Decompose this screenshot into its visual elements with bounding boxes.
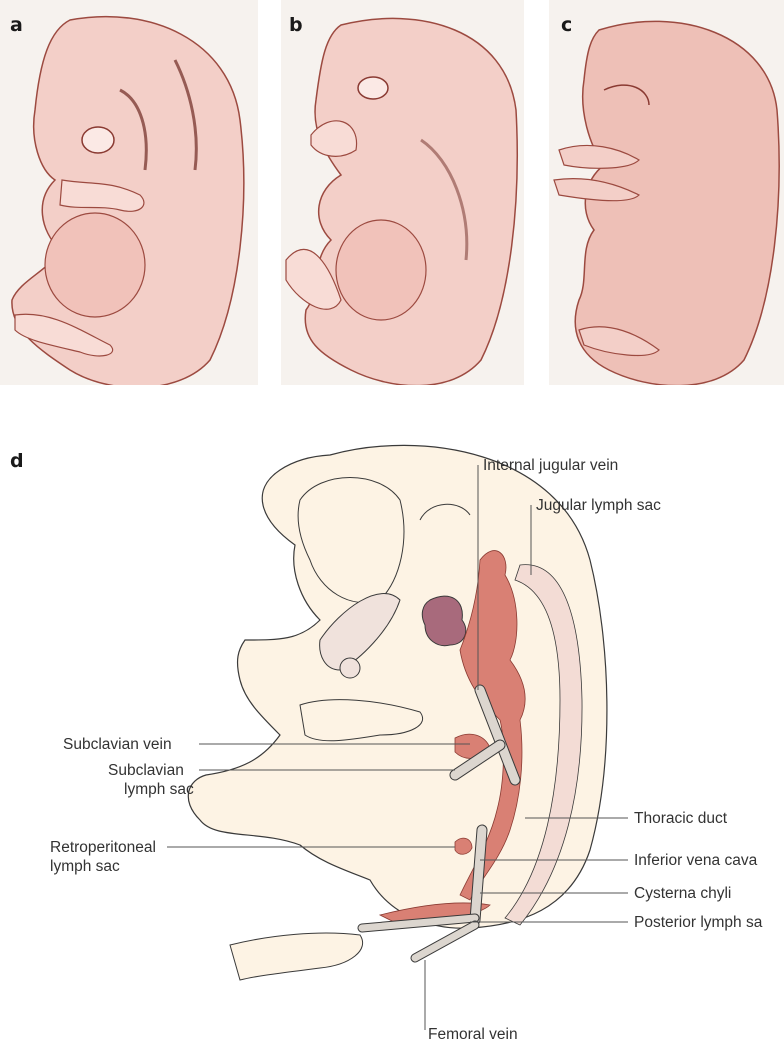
label-subclavian-lymph-sac-1: Subclavian xyxy=(108,761,184,780)
label-thoracic-duct: Thoracic duct xyxy=(634,809,727,828)
label-subclavian-lymph-sac-2: lymph sac xyxy=(124,780,194,799)
label-jugular-lymph-sac: Jugular lymph sac xyxy=(536,496,661,515)
label-posterior-lymph-sac: Posterior lymph sa xyxy=(634,913,762,932)
label-cisterna-chyli: Cysterna chyli xyxy=(634,884,731,903)
label-retroperitoneal-2: lymph sac xyxy=(50,857,120,876)
retroperitoneal-lymph-sac-shape xyxy=(455,838,472,854)
label-subclavian-vein: Subclavian vein xyxy=(63,735,172,754)
panel-d-label: d xyxy=(10,450,24,472)
label-internal-jugular-vein: Internal jugular vein xyxy=(483,456,618,475)
label-femoral-vein: Femoral vein xyxy=(428,1025,518,1044)
label-retroperitoneal-1: Retroperitoneal xyxy=(50,838,156,857)
label-inferior-vena-cava: Inferior vena cava xyxy=(634,851,757,870)
